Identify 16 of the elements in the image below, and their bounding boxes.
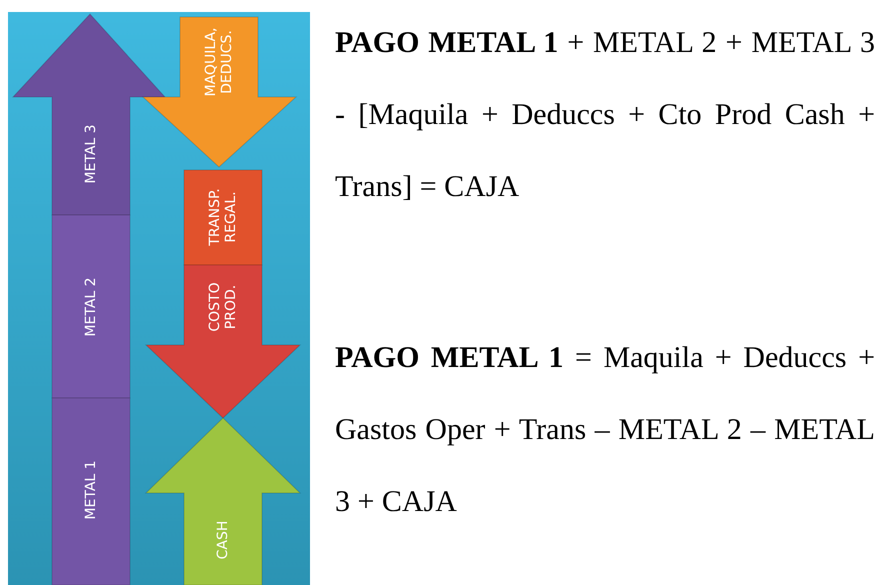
arrow-label: MAQUILA, DEDUCS. [202, 26, 236, 98]
arrow-label: TRANSP. REGAL. [206, 187, 240, 248]
pointed-block [143, 17, 296, 167]
arrow-label: METAL 2 [82, 276, 100, 339]
bar-block [184, 170, 262, 265]
bar-block [52, 215, 130, 398]
pointed-block [146, 265, 300, 418]
pointed-bar-block [13, 14, 165, 215]
arrow-label: CASH [214, 520, 232, 562]
formula-paragraph: PAGO METAL 1 + METAL 2 + METAL 3 - [Maquila + Deduccs + Cto Prod Cash + Trans] = CAJA [335, 25, 875, 205]
pointed-block [146, 418, 300, 585]
formula-paragraph: PAGO METAL 1 = Maquila + Deduccs + Gastos Oper + Trans – METAL 2 – METAL 3 + CAJA [335, 340, 875, 520]
arrow-label: METAL 3 [82, 123, 100, 186]
arrow-label: COSTO PROD. [206, 281, 240, 334]
arrow-label: METAL 1 [82, 459, 100, 522]
bar-block [52, 398, 130, 585]
